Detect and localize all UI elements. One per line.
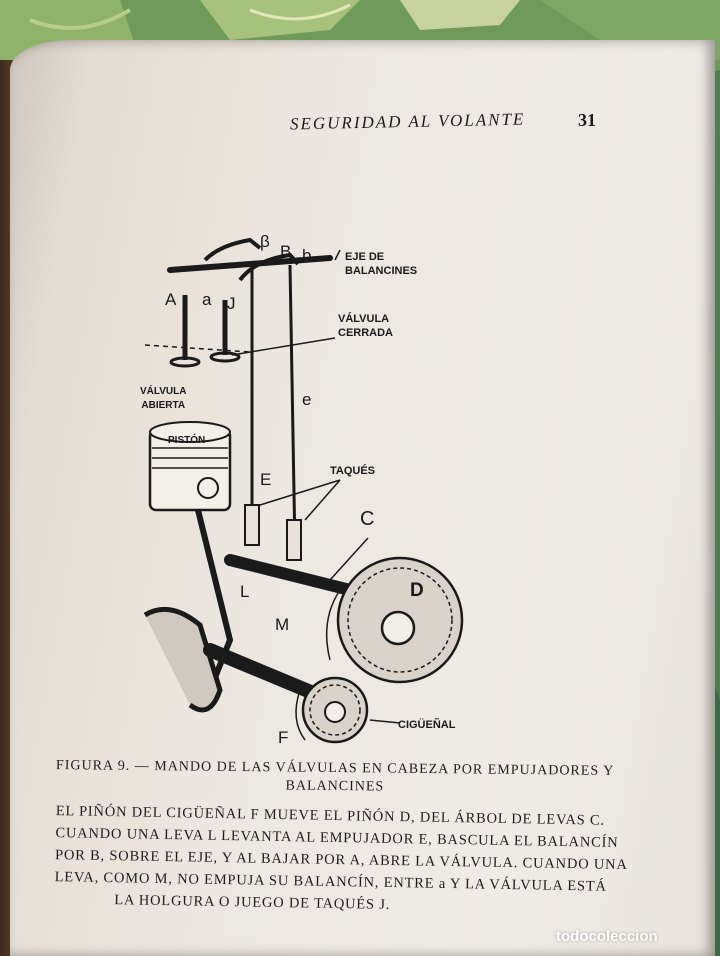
valve-mechanism-figure: EJE DE BALANCINES VÁLVULA CERRADA VÁLVUL… <box>130 220 490 750</box>
letter-F: F <box>278 728 289 747</box>
letter-e: e <box>302 390 312 409</box>
letter-C: C <box>360 508 375 530</box>
book-page <box>10 40 715 956</box>
page-number: 31 <box>578 110 596 130</box>
figure-caption: FIGURA 9. — MANDO DE LAS VÁLVULAS EN CAB… <box>55 758 615 795</box>
valve-mechanism-drawing <box>143 237 464 744</box>
letter-B: B <box>280 242 292 261</box>
letter-D: D <box>410 580 424 601</box>
label-cigueñal: CIGÜEÑAL <box>398 719 456 731</box>
label-piston: PISTÓN <box>168 435 206 446</box>
label-eje-de-balancines: EJE DE BALANCINES <box>345 251 418 277</box>
letter-E: E <box>260 470 272 489</box>
label-taques: TAQUÉS <box>330 465 376 477</box>
letter-L: L <box>240 582 250 601</box>
letter-beta: β <box>260 232 270 251</box>
letter-a: a <box>202 290 212 309</box>
letter-A: A <box>165 290 177 309</box>
label-valvula-abierta: VÁLVULA ABIERTA <box>140 386 187 411</box>
watermark-logo: todocoleccion <box>556 928 658 945</box>
letter-J: J <box>227 294 236 313</box>
letter-M: M <box>275 615 290 634</box>
label-valvula-cerrada: VÁLVULA CERRADA <box>338 313 393 339</box>
body-paragraph: EL PIÑÓN DEL CIGÜEÑAL F MUEVE EL PIÑÓN D… <box>54 800 628 920</box>
letter-b: b <box>302 246 312 265</box>
